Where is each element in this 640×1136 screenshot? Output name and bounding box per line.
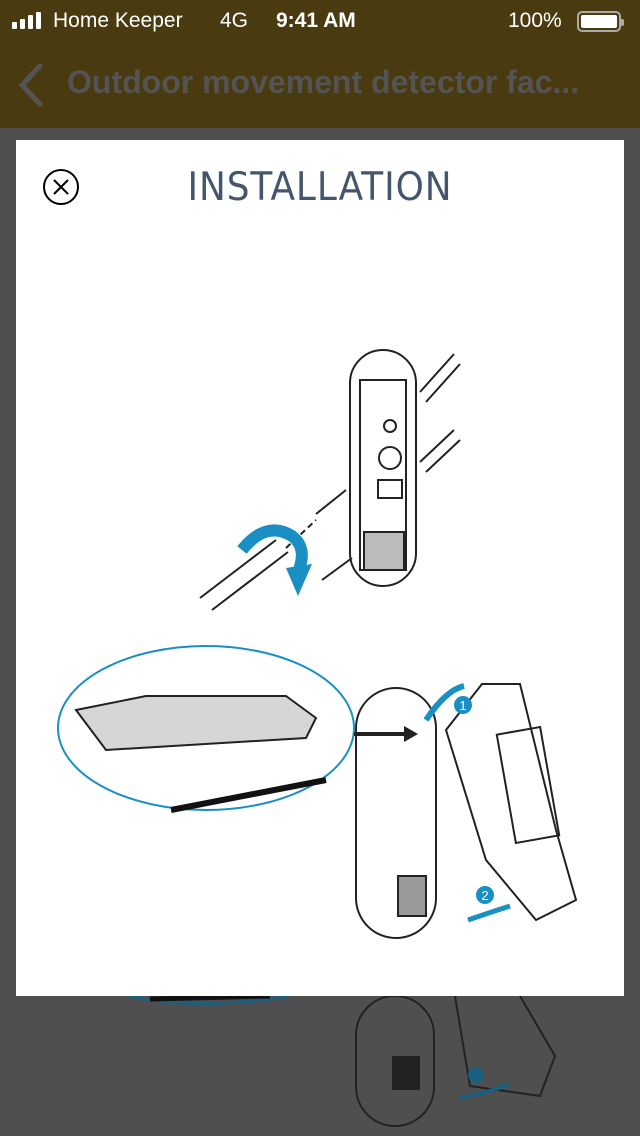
close-circle-icon[interactable] (42, 168, 80, 206)
navigation-bar: Outdoor movement detector fac... (0, 40, 640, 128)
modal-title: INSTALLATION (187, 165, 453, 210)
page-title: Outdoor movement detector fac... (67, 64, 580, 100)
rotate-arrow-icon (237, 524, 308, 575)
battery-percent: 100% (508, 9, 562, 32)
background-illustration (129, 996, 557, 1127)
battery-icon (577, 11, 624, 32)
svg-text:2: 2 (481, 888, 488, 903)
status-bar: Home Keeper 4G 9:41 AM 100% (0, 0, 640, 40)
carrier-name: Home Keeper (53, 9, 183, 32)
step-2-badge: 2 (476, 886, 494, 904)
detector-base-drawing (199, 349, 461, 611)
chevron-left-icon[interactable] (16, 62, 46, 108)
zoom-detail-drawing (57, 645, 418, 813)
installation-illustration: 1 2 (57, 349, 578, 939)
svg-text:1: 1 (459, 698, 466, 713)
detector-assembly-drawing (355, 683, 578, 939)
signal-icon (12, 12, 41, 29)
step-1-badge: 1 (454, 696, 472, 714)
clock: 9:41 AM (276, 9, 356, 32)
network-type: 4G (220, 9, 249, 32)
installation-modal: INSTALLATION 1 2 (16, 140, 624, 996)
